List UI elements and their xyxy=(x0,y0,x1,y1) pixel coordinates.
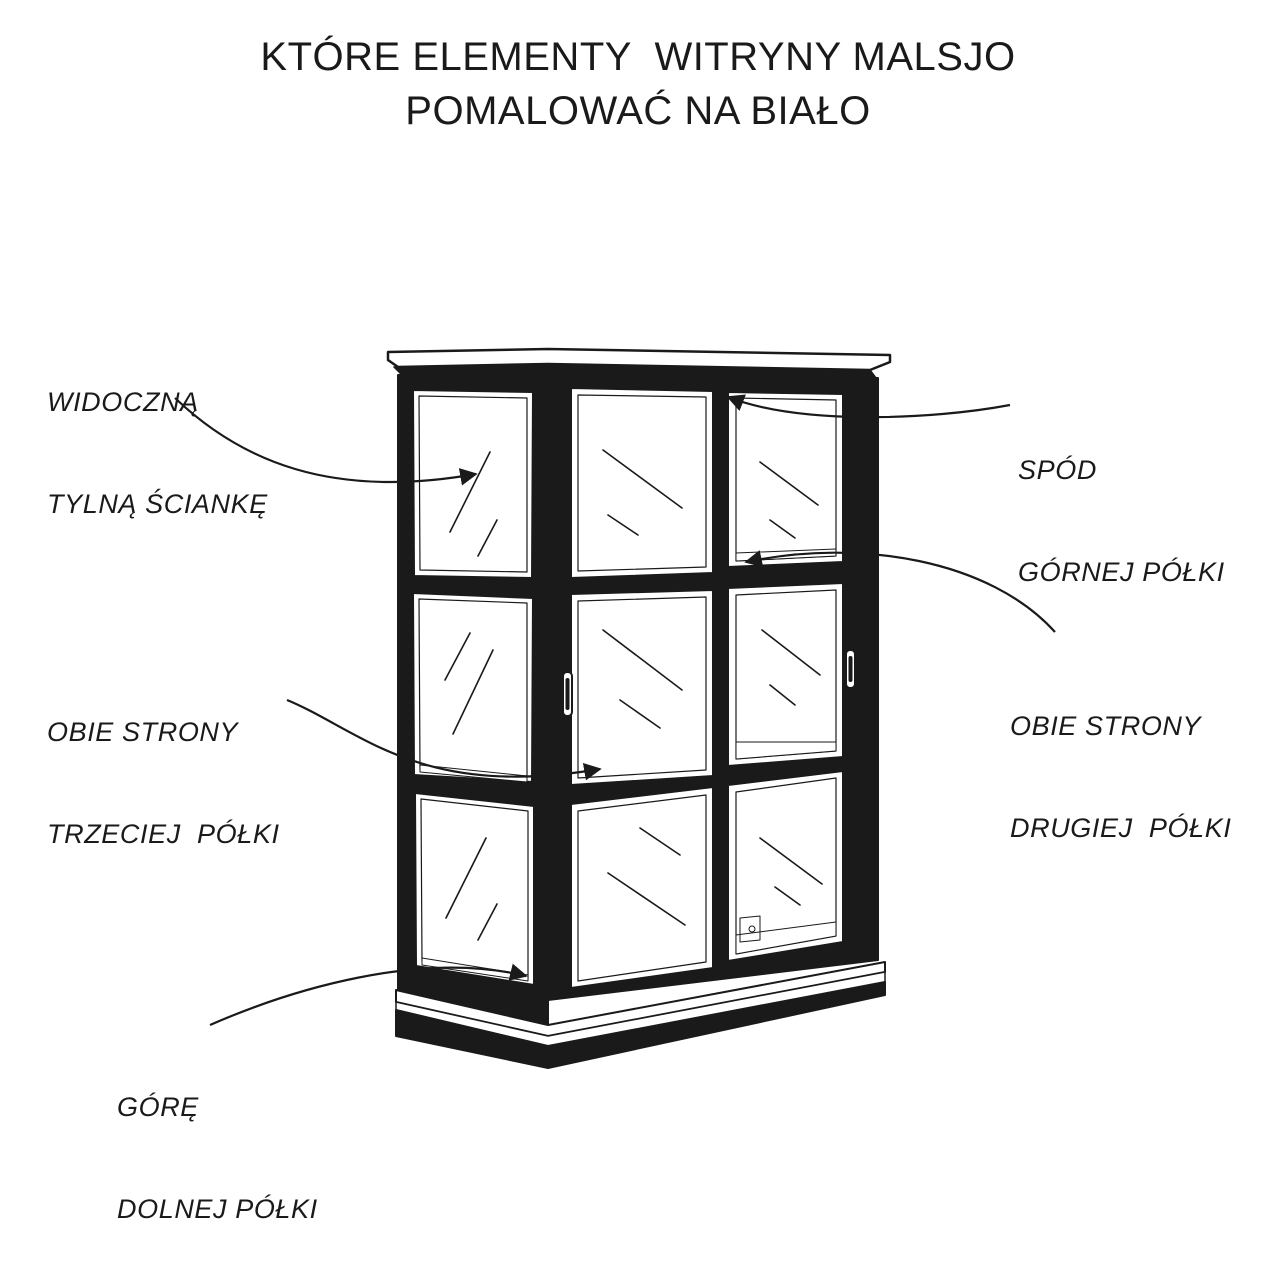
label-third-shelf-line-1: OBIE STRONY xyxy=(47,717,239,747)
arrow-bottom-shelf xyxy=(209,963,528,1027)
label-top-shelf-line-2: GÓRNEJ PÓŁKI xyxy=(1018,557,1225,587)
label-bottom-shelf-line-2: DOLNEJ PÓŁKI xyxy=(117,1194,318,1224)
label-back-panel-line-2: TYLNĄ ŚCIANKĘ xyxy=(47,489,268,519)
left-door-panes xyxy=(570,387,714,989)
label-second-shelf-line-2: DRUGIEJ PÓŁKI xyxy=(1010,813,1232,843)
label-bottom-shelf-line-1: GÓRĘ xyxy=(117,1092,199,1122)
label-top-shelf-underside: SPÓD GÓRNEJ PÓŁKI xyxy=(1018,385,1225,623)
annotation-arrows xyxy=(174,394,1056,1027)
label-top-shelf-line-1: SPÓD xyxy=(1018,455,1097,485)
right-door-panes xyxy=(727,391,844,962)
cabinet-body xyxy=(386,347,892,1069)
glass-reflections xyxy=(444,449,823,941)
arrow-back-panel xyxy=(174,397,478,486)
arrow-second-shelf xyxy=(744,550,1056,633)
arrow-third-shelf xyxy=(286,698,602,781)
arrow-top-shelf xyxy=(726,394,1011,419)
label-second-shelf-line-1: OBIE STRONY xyxy=(1010,711,1202,741)
page-title: KTÓRE ELEMENTY WITRYNY MALSJO POMALOWAĆ … xyxy=(0,30,1276,138)
label-back-panel-line-1: WIDOCZNĄ xyxy=(47,387,199,417)
label-bottom-shelf-top: GÓRĘ DOLNEJ PÓŁKI xyxy=(117,1022,318,1260)
title-line-1: KTÓRE ELEMENTY WITRYNY MALSJO xyxy=(260,35,1016,79)
label-third-shelf: OBIE STRONY TRZECIEJ PÓŁKI xyxy=(47,647,280,885)
title-line-2: POMALOWAĆ NA BIAŁO xyxy=(405,89,871,133)
label-back-panel: WIDOCZNĄ TYLNĄ ŚCIANKĘ xyxy=(47,317,268,555)
label-second-shelf: OBIE STRONY DRUGIEJ PÓŁKI xyxy=(1010,641,1231,879)
label-third-shelf-line-2: TRZECIEJ PÓŁKI xyxy=(47,819,280,849)
